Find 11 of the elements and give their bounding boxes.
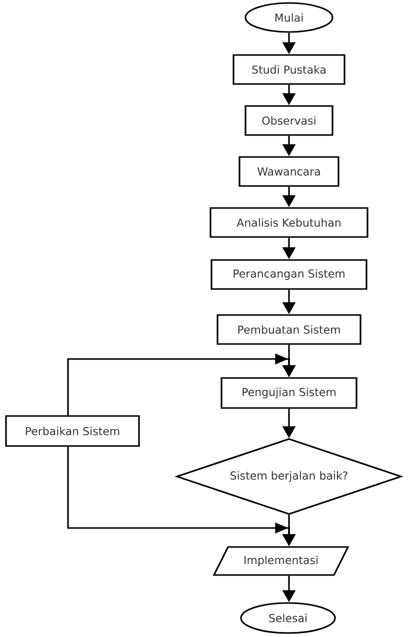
process-box: Perbaikan Sistem (5, 415, 140, 447)
process-box: Studi Pustaka (232, 54, 346, 85)
process-box: Wawancara (238, 156, 340, 187)
terminal-oval: Selesai (240, 602, 336, 634)
process-box: Pengujian Sistem (220, 377, 358, 409)
process-box: Observasi (244, 105, 334, 136)
process-box: Analisis Kebutuhan (210, 207, 368, 238)
terminal-oval: Mulai (244, 2, 334, 33)
process-box: Perancangan Sistem (210, 259, 368, 290)
process-box: Pembuatan Sistem (216, 314, 362, 345)
arrow (67, 354, 296, 416)
